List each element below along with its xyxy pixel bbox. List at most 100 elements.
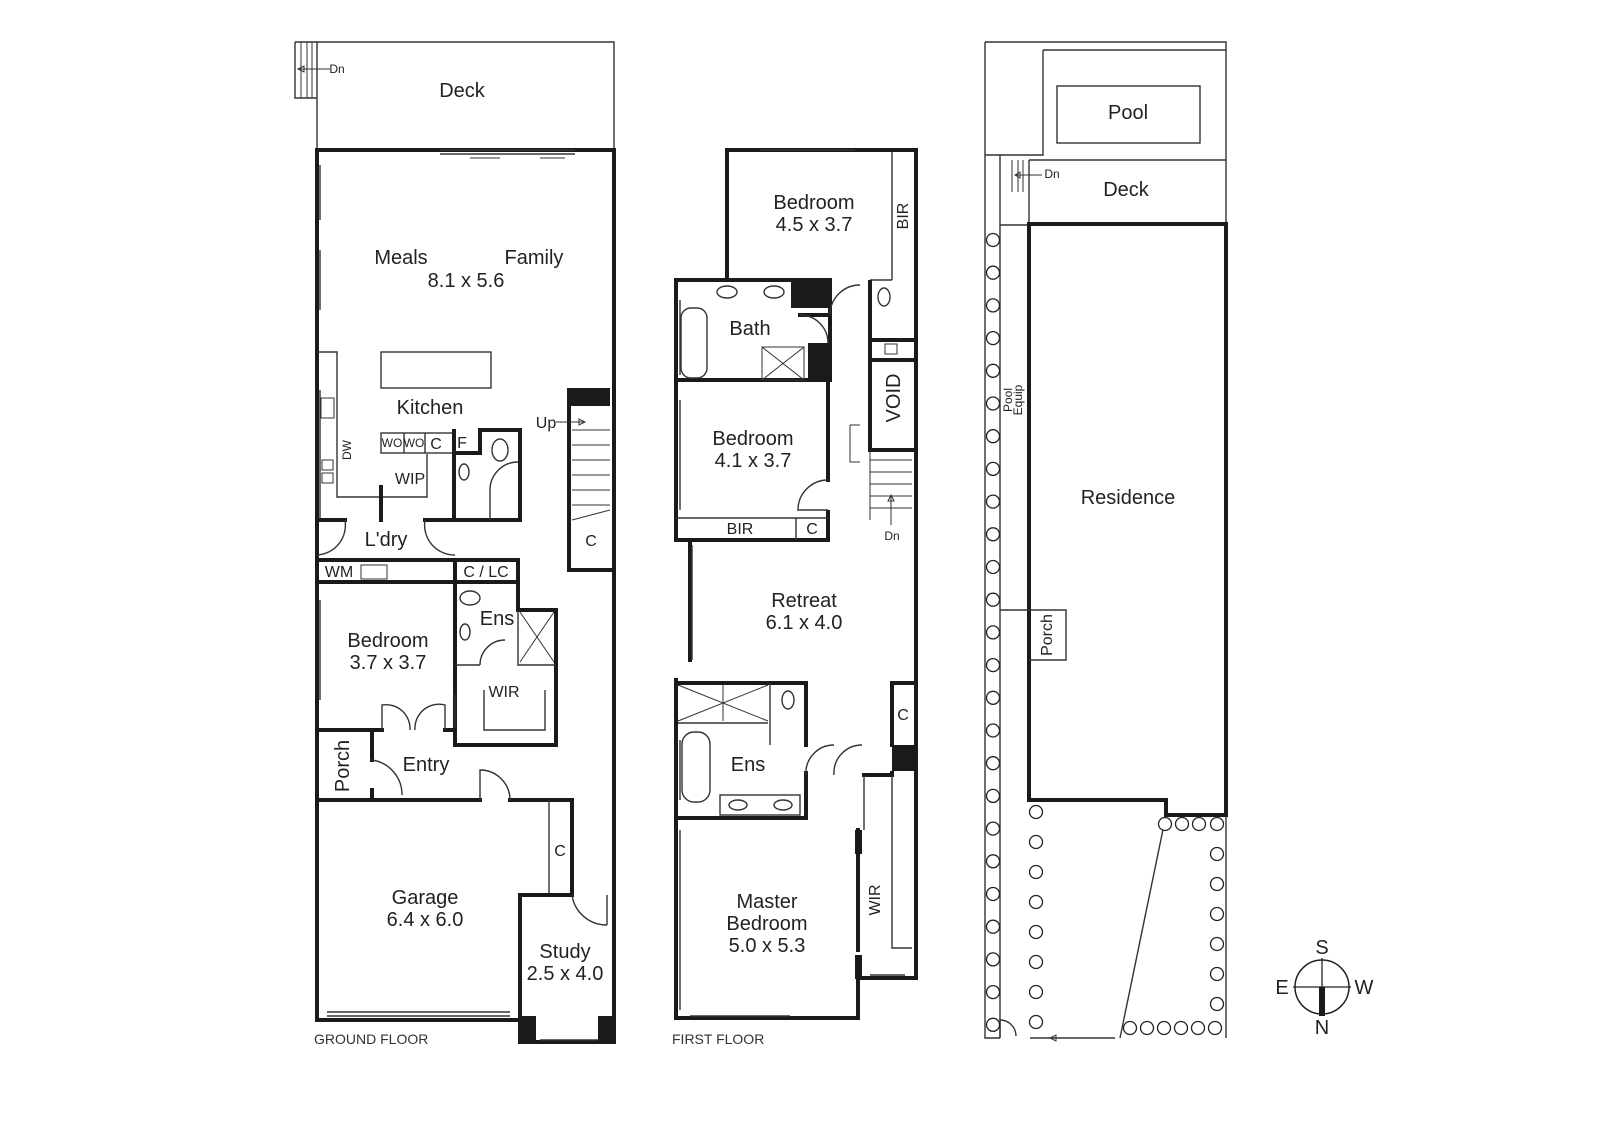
column: [855, 830, 862, 854]
bir-wall: [870, 152, 893, 281]
label-entry: Entry: [403, 754, 450, 776]
shrub-icon: [985, 461, 1001, 477]
bedroom2-door-bir: [676, 479, 829, 540]
deck-outline: [294, 41, 615, 150]
shrub-icon: [985, 886, 1001, 902]
retreat-cupboard: [890, 681, 918, 747]
basin-icon: [728, 799, 748, 811]
label-meals-family-size: 8.1 x 5.6: [428, 270, 505, 292]
shrub-icon: [1209, 846, 1225, 862]
shrub-icon: [1028, 954, 1044, 970]
bath-column: [808, 343, 830, 381]
sink-icon: [321, 459, 334, 471]
label-site-porch: Porch: [1039, 614, 1056, 656]
shrub-icon: [985, 952, 1001, 967]
basin-icon: [884, 343, 898, 355]
deck-stair-arrow: [296, 65, 330, 73]
study-door: [571, 894, 608, 926]
shrub-icon: [985, 527, 1001, 542]
toilet-icon: [781, 690, 795, 710]
garage-door-swing: [479, 769, 511, 801]
ground-floor-plan: Deck Dn Meals Family 8.1 x 5.6 Kitchen D…: [294, 41, 616, 1047]
bathtub-icon: [681, 731, 711, 803]
stair-walls: [567, 388, 612, 572]
label-bedroom2: Bedroom: [712, 428, 793, 450]
pool: [1056, 85, 1201, 144]
label-c-stair: C: [585, 533, 597, 550]
ens-internal: [678, 683, 771, 745]
sink-icon: [321, 472, 334, 484]
shrub-icon: [985, 298, 1001, 313]
stair-dn-arrow: [887, 493, 895, 525]
shrub-icon: [1139, 1020, 1155, 1036]
first-windows: [679, 149, 905, 1017]
label-wip: WIP: [395, 471, 425, 488]
label-deck-dn: Dn: [329, 62, 344, 76]
label-wo1: WO: [382, 436, 403, 450]
label-meals: Meals: [374, 247, 427, 269]
site-deck: [1028, 159, 1226, 224]
label-residence: Residence: [1081, 487, 1176, 509]
label-bedroom1-size: 4.5 x 3.7: [776, 214, 853, 236]
label-master: Master: [736, 891, 797, 913]
label-wm: WM: [325, 564, 353, 581]
shrub-icon: [985, 984, 1001, 1000]
label-c-kitchen: C: [430, 436, 442, 453]
shrub-icon: [1028, 834, 1044, 850]
shrub-icon: [1157, 816, 1173, 832]
shrub-icon: [1122, 1020, 1138, 1036]
shrub-icon: [985, 494, 1001, 509]
ens-doors: [805, 744, 863, 776]
entry-arrow: [1048, 1034, 1115, 1042]
label-bedroom: Bedroom: [347, 630, 428, 652]
basin-icon: [773, 799, 793, 811]
shrub-icon: [985, 232, 1001, 248]
label-f: F: [457, 435, 467, 452]
label-dw: DW: [340, 439, 354, 460]
shrub-icon: [1028, 894, 1044, 910]
kitchen-walls: [315, 428, 522, 522]
shower-icon: [761, 346, 805, 381]
label-master-bedroom: Bedroom: [726, 913, 807, 935]
first-floor-caption: FIRST FLOOR: [672, 1031, 764, 1047]
label-laundry: L'dry: [365, 529, 408, 551]
kitchen-bench: [317, 351, 428, 498]
first-floor-plan: Bedroom 4.5 x 3.7 BIR Bath Bedroom 4.1 x…: [672, 148, 918, 1047]
residence-outline: [1027, 222, 1228, 817]
shrub-icon: [1209, 906, 1225, 922]
label-c-garage: C: [554, 843, 566, 860]
shrub-icon: [985, 592, 1001, 607]
ensuite-walls: [455, 610, 556, 666]
shower-icon: [519, 611, 555, 663]
label-study-size: 2.5 x 4.0: [527, 963, 604, 985]
garage-walls: [370, 798, 574, 897]
label-stair-up: Up: [536, 415, 557, 432]
label-void: VOID: [883, 374, 905, 423]
bathtub-icon: [680, 307, 708, 379]
sliding-door: [440, 149, 575, 155]
label-bedroom2-size: 4.1 x 3.7: [715, 450, 792, 472]
shrub-icon: [985, 363, 1001, 378]
gate: [999, 1019, 1017, 1038]
oven-dividers: [403, 433, 426, 453]
label-pool-equip-2: Equip: [1011, 384, 1025, 415]
shrub-icon: [985, 265, 1001, 280]
label-deck: Deck: [439, 80, 486, 102]
door-swing: [489, 461, 519, 520]
stair-treads: [571, 429, 611, 521]
shrub-icon: [1207, 1020, 1223, 1036]
porch-outline: [1029, 609, 1067, 661]
basin-icon: [716, 285, 738, 299]
label-wir: WIR: [488, 684, 519, 701]
column: [892, 745, 916, 771]
shrub-icon: [1209, 966, 1225, 982]
shrub-icon: [1156, 1020, 1172, 1036]
compass-e: E: [1275, 977, 1288, 999]
shrub-icon: [985, 396, 1001, 411]
toilet-icon: [877, 287, 891, 307]
washing-machine-tub: [360, 564, 388, 580]
shrub-icon: [985, 429, 1001, 444]
compass-s: S: [1315, 937, 1328, 959]
shrub-icon: [1028, 984, 1044, 1000]
